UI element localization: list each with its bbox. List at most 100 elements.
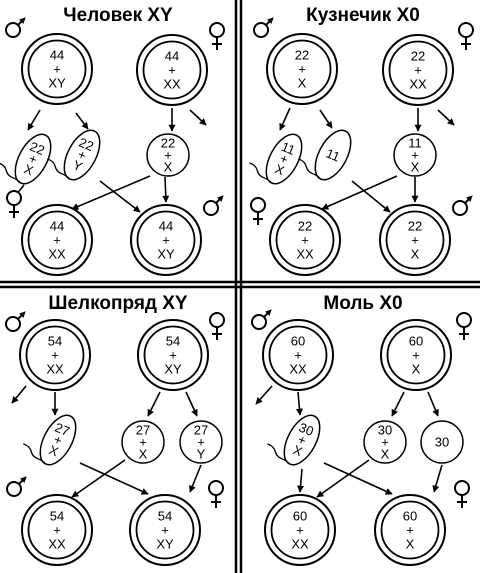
arrow-6 xyxy=(79,462,149,495)
parent-male-plus: + xyxy=(298,62,306,77)
parent-male: 54+XX xyxy=(19,319,91,391)
offspring-female-plus: + xyxy=(161,523,169,538)
parent-male-autosomes: 44 xyxy=(50,48,64,63)
gamete-egg-1-label: 30+X xyxy=(378,423,392,462)
offspring-female-sex: X xyxy=(406,537,415,552)
offspring-female-plus: + xyxy=(53,233,61,248)
gamete-sperm-autosomes: 27 xyxy=(53,420,72,439)
offspring-female: 44+XX xyxy=(21,204,93,276)
gamete-egg-1: 27+X xyxy=(121,420,165,464)
offspring-female-plus: + xyxy=(406,523,414,538)
gamete-egg-1-sex: X xyxy=(381,447,390,462)
parent-male: 44+XY xyxy=(21,33,93,105)
parent-female-label: 44+XX xyxy=(163,49,181,92)
gamete-sperm-2-tail xyxy=(47,158,70,180)
parent-male-sex: XX xyxy=(46,362,64,377)
arrow-8 xyxy=(162,176,170,203)
parent-male-plus: + xyxy=(53,62,61,77)
gamete-sperm-1: 11+X xyxy=(249,133,303,185)
male-symbol xyxy=(253,17,274,38)
female-symbol xyxy=(209,312,225,340)
parent-male-plus: + xyxy=(294,348,302,363)
parent-female: 54+XY xyxy=(137,319,209,391)
gamete-sperm-1-tail xyxy=(0,162,21,184)
arrow-1 xyxy=(11,385,27,404)
female-symbol xyxy=(209,22,225,50)
parent-female-label: 54+XY xyxy=(164,334,182,377)
offspring-male-autosomes: 44 xyxy=(159,219,173,234)
offspring-male-sex: XX xyxy=(48,537,66,552)
gamete-egg-2-label: 30 xyxy=(435,435,449,450)
offspring-male-label: 22+X xyxy=(408,219,422,262)
gamete-egg-plus: + xyxy=(411,148,419,163)
offspring-male-plus: + xyxy=(162,233,170,248)
offspring-male-label: 54+XX xyxy=(48,509,66,552)
gamete-egg-1-autosomes: 30 xyxy=(378,423,392,438)
parent-female-sex: X xyxy=(412,362,421,377)
offspring-female-autosomes: 60 xyxy=(403,509,417,524)
parent-female-sex: XY xyxy=(164,362,182,377)
gamete-sperm-2: 22+Y xyxy=(47,129,101,181)
offspring-male-label: 60+XX xyxy=(291,509,309,552)
arrow-3 xyxy=(391,391,405,417)
offspring-male-autosomes: 22 xyxy=(408,219,422,234)
male-symbol xyxy=(5,311,26,332)
arrow-6 xyxy=(323,462,393,495)
arrow-8 xyxy=(297,468,305,493)
arrow-7 xyxy=(432,464,443,493)
gamete-sperm-1: 22+X xyxy=(0,133,52,185)
gamete-egg: 11+X xyxy=(393,133,437,177)
parent-male-sex: X xyxy=(298,76,307,91)
arrow-4 xyxy=(189,109,207,126)
parent-female-plus: + xyxy=(412,348,420,363)
offspring-female-autosomes: 54 xyxy=(158,509,172,524)
offspring-male-plus: + xyxy=(296,523,304,538)
offspring-female-autosomes: 44 xyxy=(50,219,64,234)
gamete-egg-2: 27+Y xyxy=(179,420,223,464)
gamete-egg-1-plus: + xyxy=(381,435,389,450)
offspring-female-sex: XX xyxy=(296,247,314,262)
gamete-sperm-2-autosomes: 11 xyxy=(324,146,342,165)
gamete-sperm-1-autosomes: 11 xyxy=(279,139,297,158)
offspring-female-label: 22+XX xyxy=(296,219,314,262)
gamete-sperm: 30+X xyxy=(267,414,321,466)
offspring-male: 44+XY xyxy=(130,204,202,276)
gamete-egg-1-label: 27+X xyxy=(136,423,150,462)
gamete-egg-autosomes: 22 xyxy=(161,136,175,151)
gamete-egg-1-sex: X xyxy=(139,447,148,462)
parent-female-plus: + xyxy=(414,63,422,78)
offspring-male: 22+X xyxy=(379,204,451,276)
parent-male-plus: + xyxy=(51,348,59,363)
gamete-sperm-1-tail xyxy=(249,162,272,184)
offspring-male: 60+XX xyxy=(264,494,336,566)
gamete-sperm-tail xyxy=(23,443,46,465)
panel-1-title: Человек XY xyxy=(63,5,173,26)
arrow-1 xyxy=(255,385,273,405)
parent-female-sex: XX xyxy=(163,77,181,92)
gamete-sperm-2: 11 xyxy=(298,129,352,181)
offspring-female: 22+XX xyxy=(269,204,341,276)
gamete-egg-sex: X xyxy=(411,160,420,175)
gamete-sperm-1-autosomes: 22 xyxy=(28,139,47,158)
parent-female-sex: XX xyxy=(409,77,427,92)
offspring-female: 60+X xyxy=(374,494,446,566)
arrow-6 xyxy=(351,180,391,213)
gamete-egg-autosomes: 11 xyxy=(408,136,422,151)
male-symbol-offspring xyxy=(452,195,473,216)
gamete-egg-1-plus: + xyxy=(139,435,147,450)
parent-female-autosomes: 60 xyxy=(409,334,423,349)
male-symbol xyxy=(5,17,26,38)
gamete-egg-2: 30 xyxy=(420,420,464,464)
parent-male: 22+X xyxy=(266,33,338,105)
gamete-egg-label: 11+X xyxy=(408,136,422,175)
arrow-4 xyxy=(437,109,455,126)
arrow-7 xyxy=(189,464,202,493)
female-symbol xyxy=(456,312,472,340)
offspring-male-sex: XX xyxy=(291,537,309,552)
offspring-female: 54+XY xyxy=(129,494,201,566)
arrow-2 xyxy=(319,109,333,129)
arrow-1 xyxy=(27,109,41,131)
gamete-egg: 22+X xyxy=(146,133,190,177)
gamete-egg-2-autosomes: 27 xyxy=(194,423,208,438)
